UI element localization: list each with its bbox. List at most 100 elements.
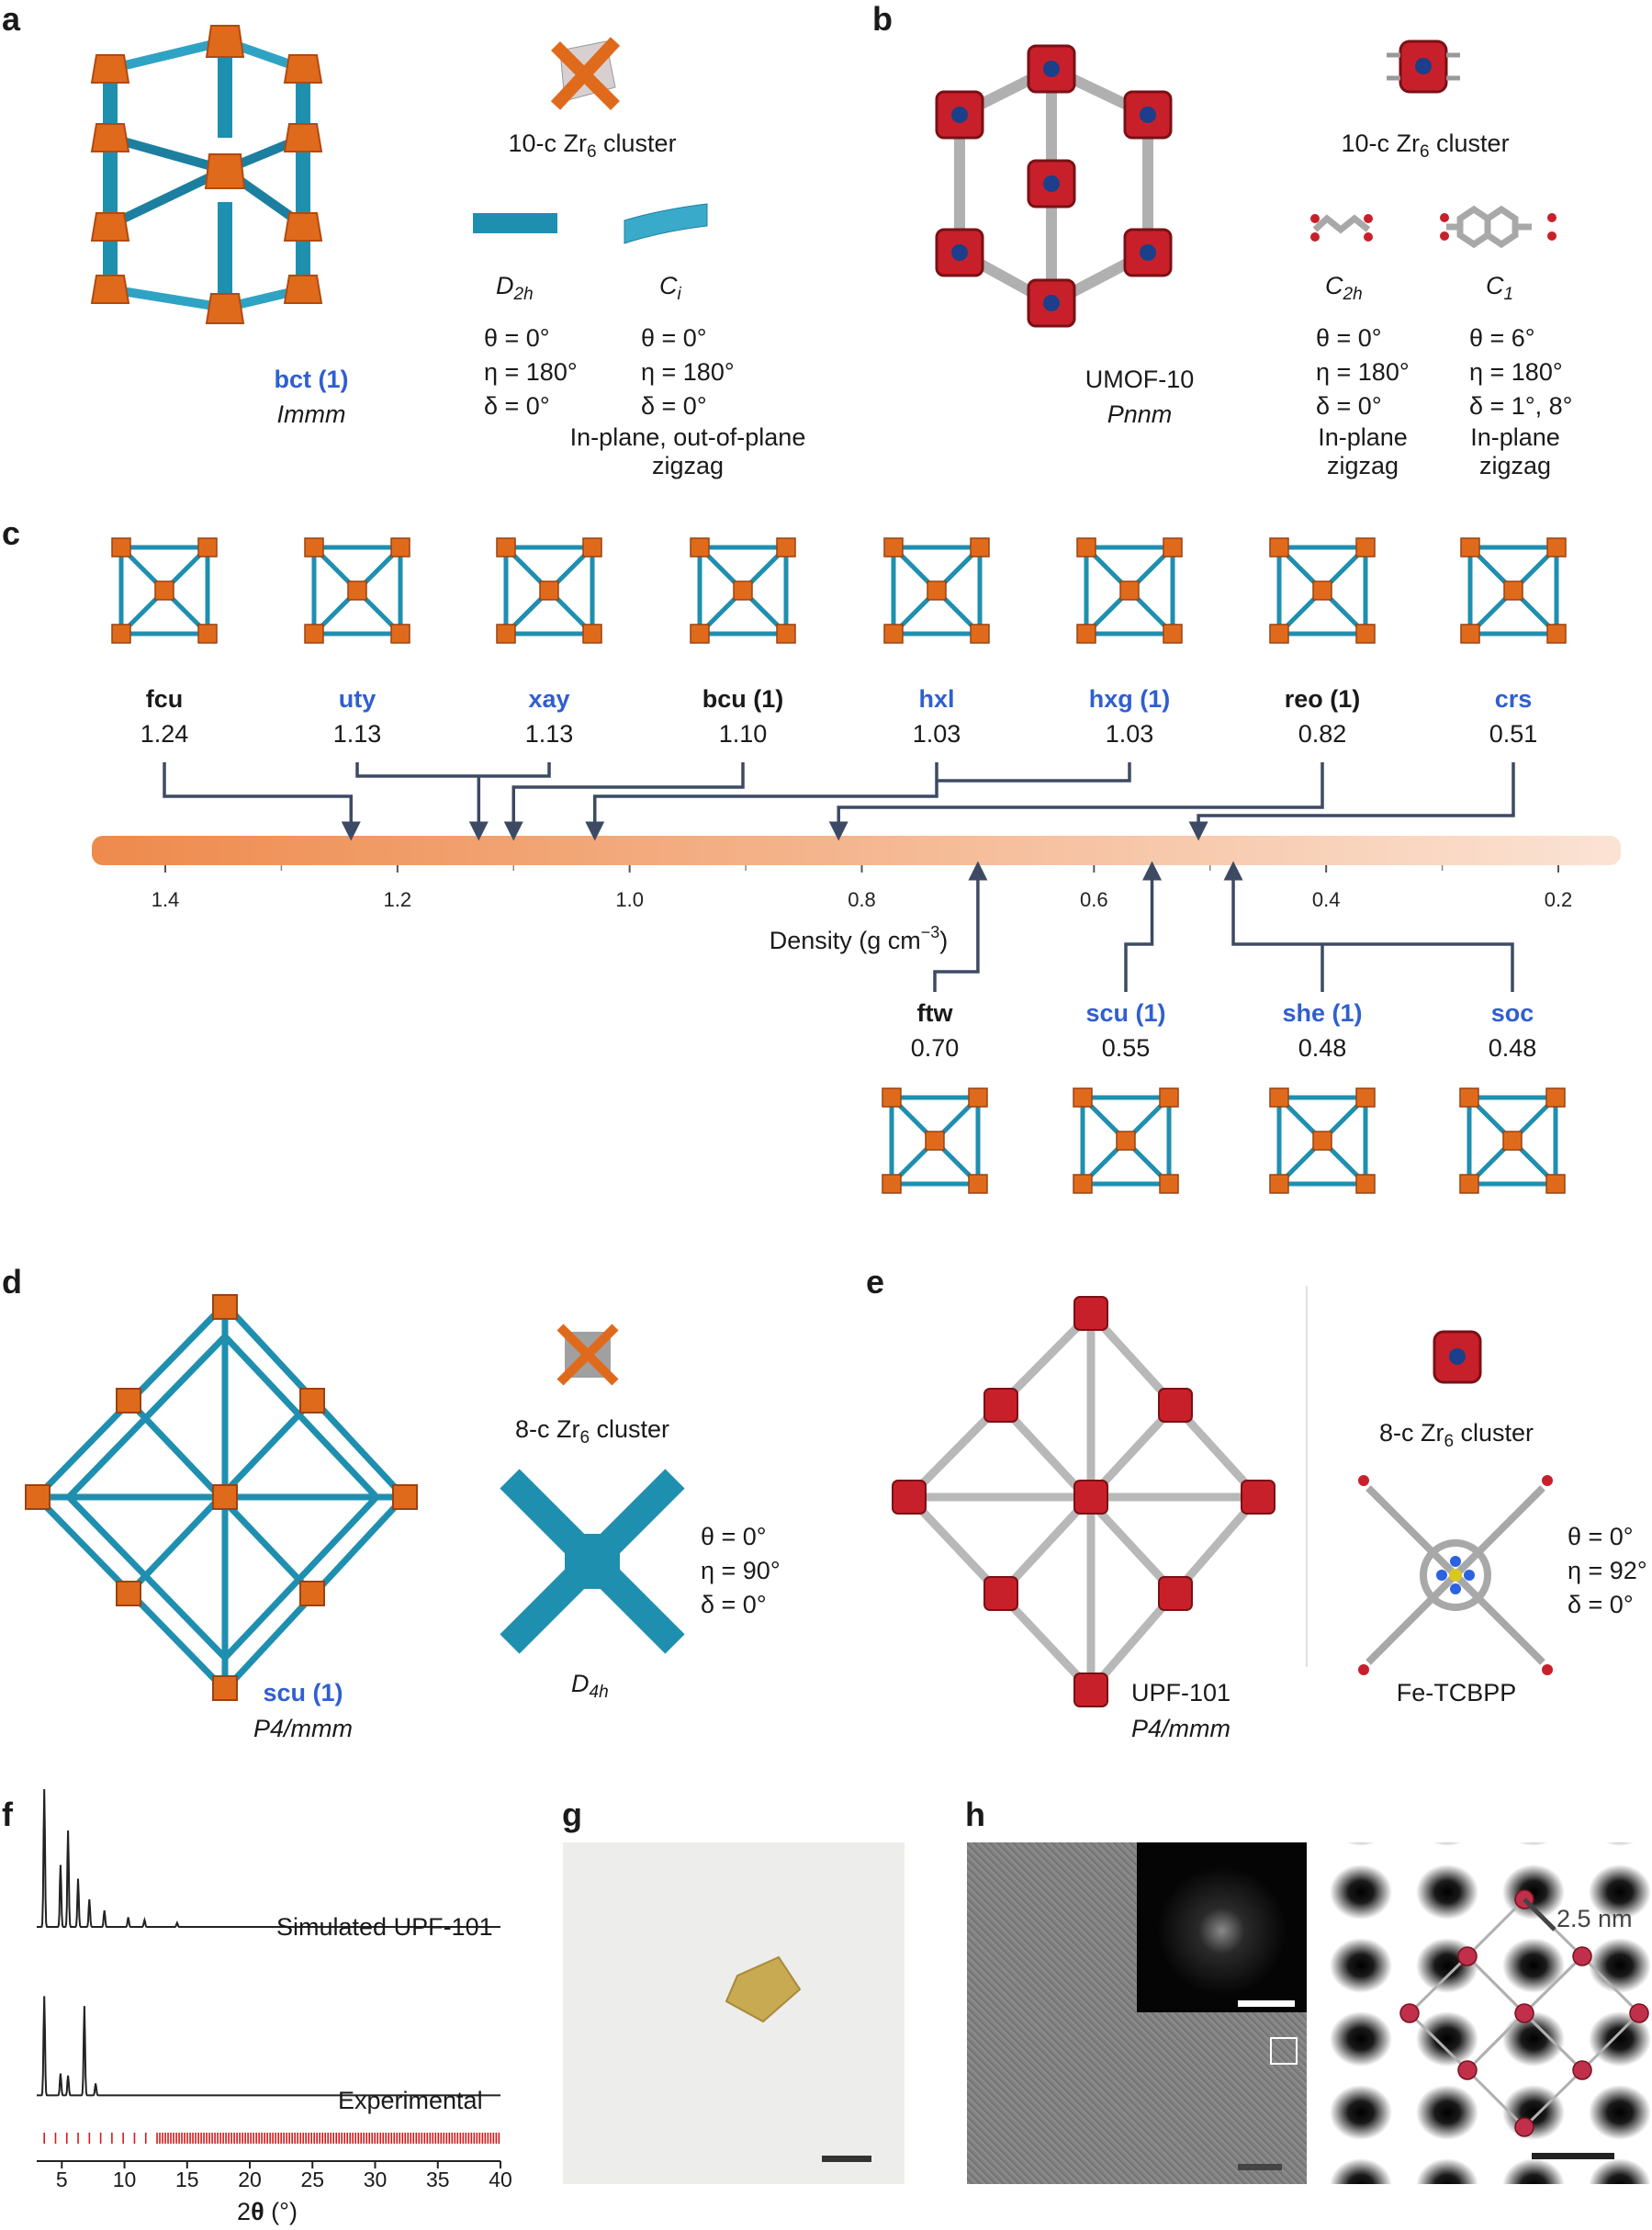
scu-nodes <box>25 1294 418 1701</box>
linker-ci-symbol: Ci <box>659 272 681 304</box>
zr6-cluster-molecule-icon <box>1387 39 1460 94</box>
panel-label-d: d <box>2 1263 22 1301</box>
density-connectors <box>163 762 1515 992</box>
top-net-icon-2 <box>496 537 602 644</box>
upf101-clusters <box>892 1296 1276 1707</box>
note-a-line1: In-plane, out-of-plane <box>569 423 806 451</box>
bottom-net-density-3: 0.48 <box>1488 1034 1537 1062</box>
params-e: θ = 0°η = 92°δ = 0° <box>1568 1523 1647 1618</box>
linker-ci-icon <box>624 203 708 244</box>
linker-c2h-molecule-icon <box>1310 214 1373 242</box>
pxrd-tick-label-5: 30 <box>363 2168 388 2191</box>
tem-overlay-lattice <box>1399 1889 1649 2159</box>
params-a-1: θ = 0°η = 180°δ = 0° <box>484 324 578 420</box>
zr6-8c-cluster-molecule-icon <box>1433 1330 1482 1384</box>
density-tick-label-2: 1.0 <box>615 888 644 911</box>
pxrd-tick-label-2: 15 <box>174 2168 199 2191</box>
cluster-label-b: 10-c Zr6 cluster <box>1341 130 1510 162</box>
scu-topology-label-d: scu (1) <box>263 1679 343 1706</box>
bct-framework-illustration <box>90 25 323 324</box>
cluster-label-d: 8-c Zr6 cluster <box>514 1415 670 1447</box>
top-net-name-2: xay <box>528 685 570 713</box>
top-net-icon-4 <box>883 537 990 644</box>
scu-framework-illustration <box>25 1294 418 1701</box>
top-net-density-0: 1.24 <box>140 720 189 748</box>
simulated-pattern-trace <box>37 1788 500 1928</box>
bct-topology-label: bct (1) <box>274 366 349 393</box>
fft-scale-bar <box>1238 2000 1295 2007</box>
density-tick-label-0: 1.4 <box>152 888 180 911</box>
bottom-connector-2 <box>1233 871 1514 992</box>
params-b-1: θ = 0°η = 180°δ = 0° <box>1316 324 1410 420</box>
tem-zoom-scale-bar <box>1532 2153 1614 2159</box>
zr6-8c-cluster-icon <box>556 1323 619 1386</box>
bottom-net-icon-3 <box>1459 1087 1566 1194</box>
bottom-net-density-0: 0.70 <box>910 1034 960 1062</box>
density-tick-label-6: 0.2 <box>1545 888 1573 911</box>
umof10-framework-illustration <box>935 44 1173 328</box>
bottom-net-icon-0 <box>882 1087 988 1194</box>
note-b1-line2: zigzag <box>1326 452 1399 479</box>
top-net-name-7: crs <box>1494 685 1533 713</box>
crystal-shape <box>725 1955 871 2162</box>
panel-label-c: c <box>2 514 21 552</box>
pxrd-tick-label-3: 20 <box>238 2168 262 2191</box>
density-tick-label-4: 0.6 <box>1080 888 1108 911</box>
upf101-space-group: P4/mmm <box>1131 1715 1231 1742</box>
top-connector-5 <box>1188 762 1515 841</box>
linker-c1-symbol: C1 <box>1486 272 1514 304</box>
bottom-connector-1 <box>1124 861 1163 992</box>
top-net-density-4: 1.03 <box>912 720 961 748</box>
tem-zoom-image: 2.5 nm <box>1307 1842 1652 2184</box>
bottom-net-icon-2 <box>1269 1087 1376 1194</box>
top-connector-0 <box>163 762 361 841</box>
top-connector-4 <box>828 762 1324 841</box>
top-connector-3 <box>595 762 1131 831</box>
top-net-icon-6 <box>1269 537 1376 644</box>
pxrd-tick-label-6: 35 <box>425 2168 450 2191</box>
note-b1-line1: In-plane <box>1318 423 1408 451</box>
bct-space-group: Immm <box>276 400 346 428</box>
tem-scale-label: 2.5 nm <box>1556 1905 1633 1932</box>
bottom-net-icon-1 <box>1073 1087 1179 1194</box>
top-net-icon-1 <box>304 537 410 644</box>
note-a-line2: zigzag <box>651 452 725 479</box>
pxrd-x-axis-label: 2θ (°) <box>237 2198 298 2225</box>
top-net-density-2: 1.13 <box>524 720 574 748</box>
pxrd-x-ticks <box>61 2161 501 2168</box>
top-net-density-5: 1.03 <box>1105 720 1154 748</box>
panel-label-h: h <box>965 1796 985 1833</box>
top-net-density-7: 0.51 <box>1489 720 1538 748</box>
top-net-name-3: bcu (1) <box>702 685 784 713</box>
note-b2-line2: zigzag <box>1478 452 1552 479</box>
cluster-label-a: 10-c Zr6 cluster <box>508 130 677 162</box>
bct-nodes <box>90 25 323 324</box>
pxrd-tick-label-7: 40 <box>489 2168 512 2191</box>
scale-bar-g <box>822 2156 871 2162</box>
density-tick-label-1: 1.2 <box>384 888 412 911</box>
bottom-net-density-2: 0.48 <box>1298 1034 1347 1062</box>
linker-d2h-symbol: D2h <box>496 272 534 304</box>
note-b2-line1: In-plane <box>1470 423 1560 451</box>
fft-inset <box>1137 1842 1307 2012</box>
top-net-icon-3 <box>690 537 796 644</box>
upf101-name: UPF-101 <box>1130 1679 1231 1706</box>
experimental-trace-label: Experimental <box>338 2087 483 2114</box>
crystal-photo <box>563 1842 905 2184</box>
top-net-name-4: hxl <box>918 685 955 713</box>
zr6-cluster-icon <box>550 37 621 110</box>
simulated-trace-label: Simulated UPF-101 <box>276 1913 493 1941</box>
cluster-label-e: 8-c Zr6 cluster <box>1378 1419 1534 1451</box>
umof10-space-group: Pnnm <box>1107 400 1173 428</box>
top-net-name-0: fcu <box>145 685 184 713</box>
density-tick-label-5: 0.4 <box>1312 888 1341 911</box>
top-net-density-3: 1.10 <box>718 720 768 748</box>
top-net-density-1: 1.13 <box>332 720 382 748</box>
top-net-name-5: hxg (1) <box>1088 685 1171 713</box>
panel-label-g: g <box>562 1796 582 1833</box>
top-connector-2 <box>503 762 745 841</box>
top-net-icon-0 <box>111 537 218 644</box>
linker-c1-naphthalene-icon <box>1440 205 1556 249</box>
top-connector-1 <box>355 762 551 831</box>
